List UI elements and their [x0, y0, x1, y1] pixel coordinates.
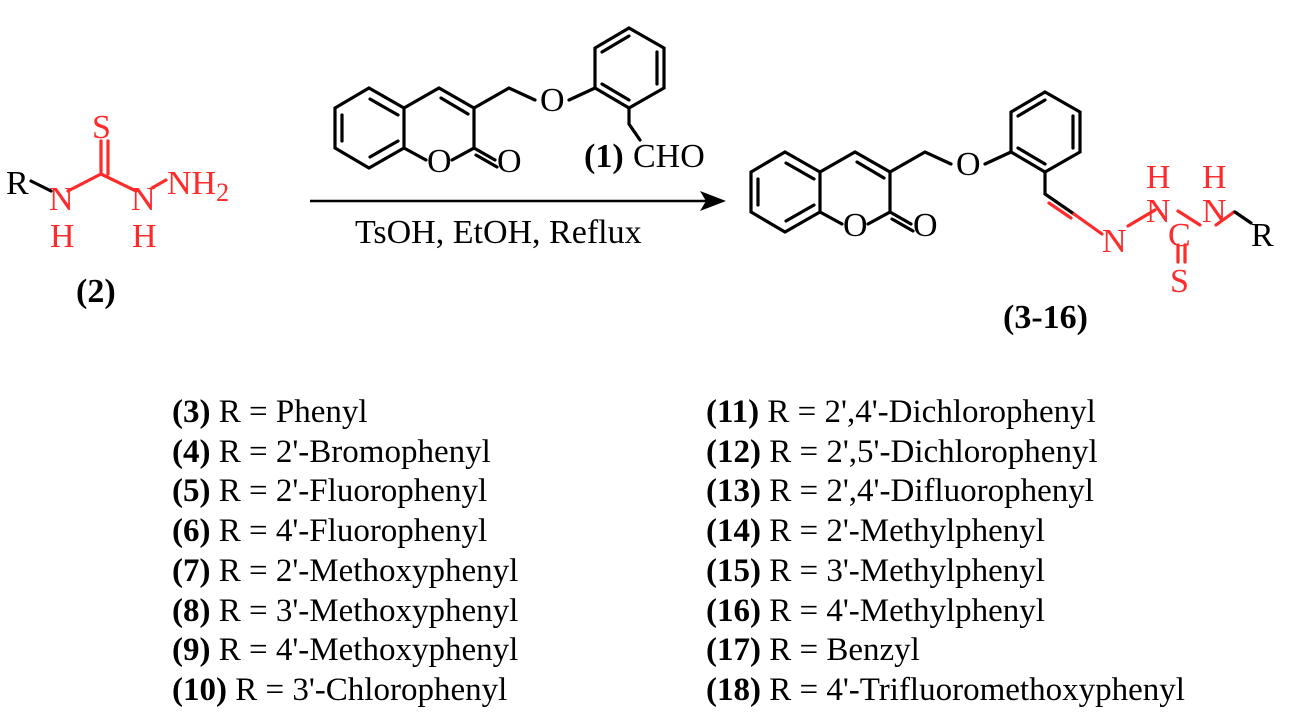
reaction-arrow [310, 191, 726, 211]
atom-O: O [956, 146, 981, 183]
list-item: (17) R = Benzyl [706, 632, 920, 669]
atom-N: N [1146, 193, 1171, 230]
list-item: (9) R = 4'-Methoxyphenyl [172, 632, 519, 669]
atom-R: R [1251, 217, 1274, 254]
list-item: (13) R = 2',4'-Difluorophenyl [706, 473, 1094, 510]
list-item: (11) R = 2',4'-Dichlorophenyl [706, 394, 1096, 430]
atom-H: H [50, 218, 75, 255]
atom-O: O [913, 207, 938, 244]
list-item: (5) R = 2'-Fluorophenyl [172, 473, 488, 510]
list-item: (4) R = 2'-Bromophenyl [172, 433, 491, 470]
compound-list-right: (11) R = 2',4'-Dichlorophenyl (12) R = 2… [706, 393, 1185, 711]
reactant-2-structure: R N H S N H NH2 [6, 109, 229, 255]
list-item: (18) R = 4'-Trifluoromethoxyphenyl [706, 671, 1185, 708]
product-label: (3-16) [1003, 299, 1088, 336]
atom-N: N [1202, 193, 1227, 230]
atom-N: N [131, 181, 156, 218]
list-item: (7) R = 2'-Methoxyphenyl [172, 552, 519, 589]
list-item: (16) R = 4'-Methylphenyl [706, 592, 1045, 629]
product-structure: N H N C H N R S O O O [749, 90, 1274, 300]
atom-S: S [92, 109, 111, 146]
list-item: (12) R = 2',5'-Dichlorophenyl [706, 433, 1098, 470]
list-item: (6) R = 4'-Fluorophenyl [172, 513, 488, 550]
atom-N: N [1102, 223, 1127, 260]
reactant-2-label: (2) [76, 273, 116, 310]
list-item: (14) R = 2'-Methylphenyl [706, 513, 1045, 550]
atom-S: S [1170, 263, 1189, 300]
atom-H: H [1202, 159, 1227, 196]
atom-H: H [1146, 159, 1171, 196]
compound-list-left: (3) R = Phenyl (4) R = 2'-Bromophenyl (5… [172, 393, 518, 711]
reactant-1-label: (1) [584, 138, 624, 175]
list-item: (3) R = Phenyl [172, 394, 368, 430]
atom-O: O [427, 143, 452, 180]
atom-CHO: CHO [633, 138, 705, 175]
atom-H: H [132, 218, 157, 255]
atom-O: O [843, 207, 868, 244]
atom-NH2: NH2 [167, 165, 229, 207]
atom-C: C [1168, 217, 1191, 254]
atom-O: O [540, 82, 565, 119]
atom-O: O [497, 143, 522, 180]
list-item: (8) R = 3'-Methoxyphenyl [172, 592, 519, 629]
list-item: (15) R = 3'-Methylphenyl [706, 552, 1045, 589]
atom-R: R [6, 165, 29, 202]
atom-N: N [49, 181, 74, 218]
reactant-1-structure: O O O CHO [333, 26, 705, 180]
list-item: (10) R = 3'-Chlorophenyl [172, 671, 508, 708]
reaction-conditions: TsOH, EtOH, Reflux [355, 214, 642, 251]
